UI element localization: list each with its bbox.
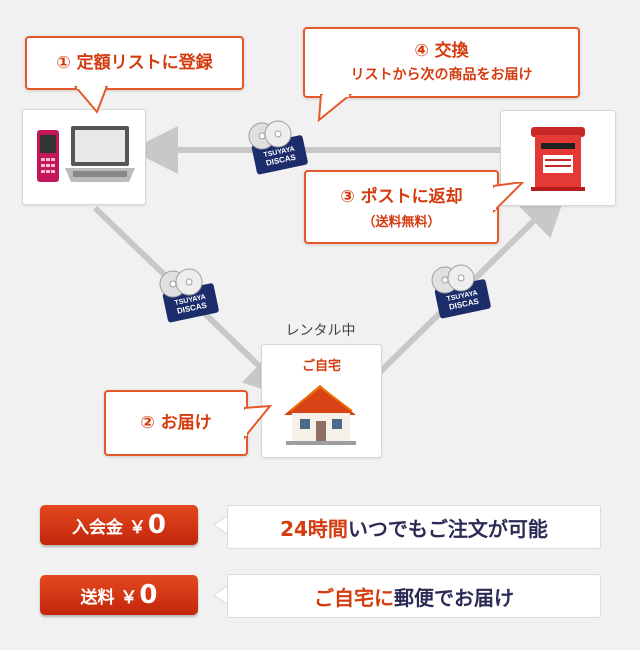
- disc-badge-deliver: TSUYAYA DISCAS: [155, 266, 225, 326]
- pricing-pill-membership: 入会金 ￥ 0: [40, 505, 198, 545]
- callout-return-title: ③ ポストに返却: [340, 187, 463, 207]
- callout-return: ③ ポストに返却 （送料無料）: [304, 170, 525, 244]
- postbox-box: [500, 110, 616, 206]
- devices-icon: [37, 126, 135, 182]
- pricing-info-highlight: ご自宅に: [314, 585, 394, 610]
- callout-deliver-tail: [244, 404, 273, 440]
- callout-return-tail: [493, 182, 525, 214]
- pricing-info-text: いつでもご注文が可能: [347, 516, 548, 541]
- disc-card-icon: TSUYAYA DISCAS: [248, 120, 308, 175]
- callout-deliver-text: ② お届け: [140, 413, 212, 433]
- house-icon: [284, 385, 356, 445]
- callout-register: ① 定額リストに登録: [25, 36, 244, 114]
- home-label: ご自宅: [301, 359, 341, 374]
- pricing-pill-shipping: 送料 ￥ 0: [40, 575, 198, 615]
- disc-card-icon: TSUYAYA DISCAS: [431, 264, 491, 319]
- callout-exchange: ④ 交換 リストから次の商品をお届け: [303, 27, 580, 123]
- pricing-info-highlight: 24時間: [280, 516, 348, 541]
- disc-badge-return: TSUYAYA DISCAS: [427, 262, 497, 322]
- callout-deliver: ② お届け: [104, 390, 273, 456]
- callout-exchange-title: ④ 交換: [414, 41, 469, 61]
- pricing-label: 送料 ￥: [80, 587, 138, 608]
- postbox-icon: [531, 127, 585, 191]
- pointer-icon: [213, 584, 230, 606]
- disc-badge-exchange: TSUYAYA DISCAS: [244, 118, 314, 178]
- pointer-icon: [213, 514, 230, 536]
- pricing-info-membership: 24時間 いつでもご注文が可能: [227, 505, 601, 549]
- pricing-amount: 0: [139, 580, 158, 610]
- callout-return-sub: （送料無料）: [362, 215, 441, 230]
- callout-exchange-sub: リストから次の商品をお届け: [350, 67, 533, 83]
- pricing-info-text: 郵便でお届け: [394, 585, 514, 610]
- pricing-info-shipping: ご自宅に 郵便でお届け: [227, 574, 601, 618]
- home-box: ご自宅: [261, 344, 382, 458]
- devices-box: [22, 109, 146, 205]
- callout-exchange-tail: [317, 94, 353, 123]
- pricing-amount: 0: [147, 510, 166, 540]
- callout-register-tail: [73, 86, 109, 114]
- pricing-label: 入会金 ￥: [71, 517, 146, 538]
- renting-label: レンタル中: [285, 323, 356, 339]
- callout-register-text: ① 定額リストに登録: [56, 53, 213, 73]
- disc-card-icon: TSUYAYA DISCAS: [159, 268, 219, 323]
